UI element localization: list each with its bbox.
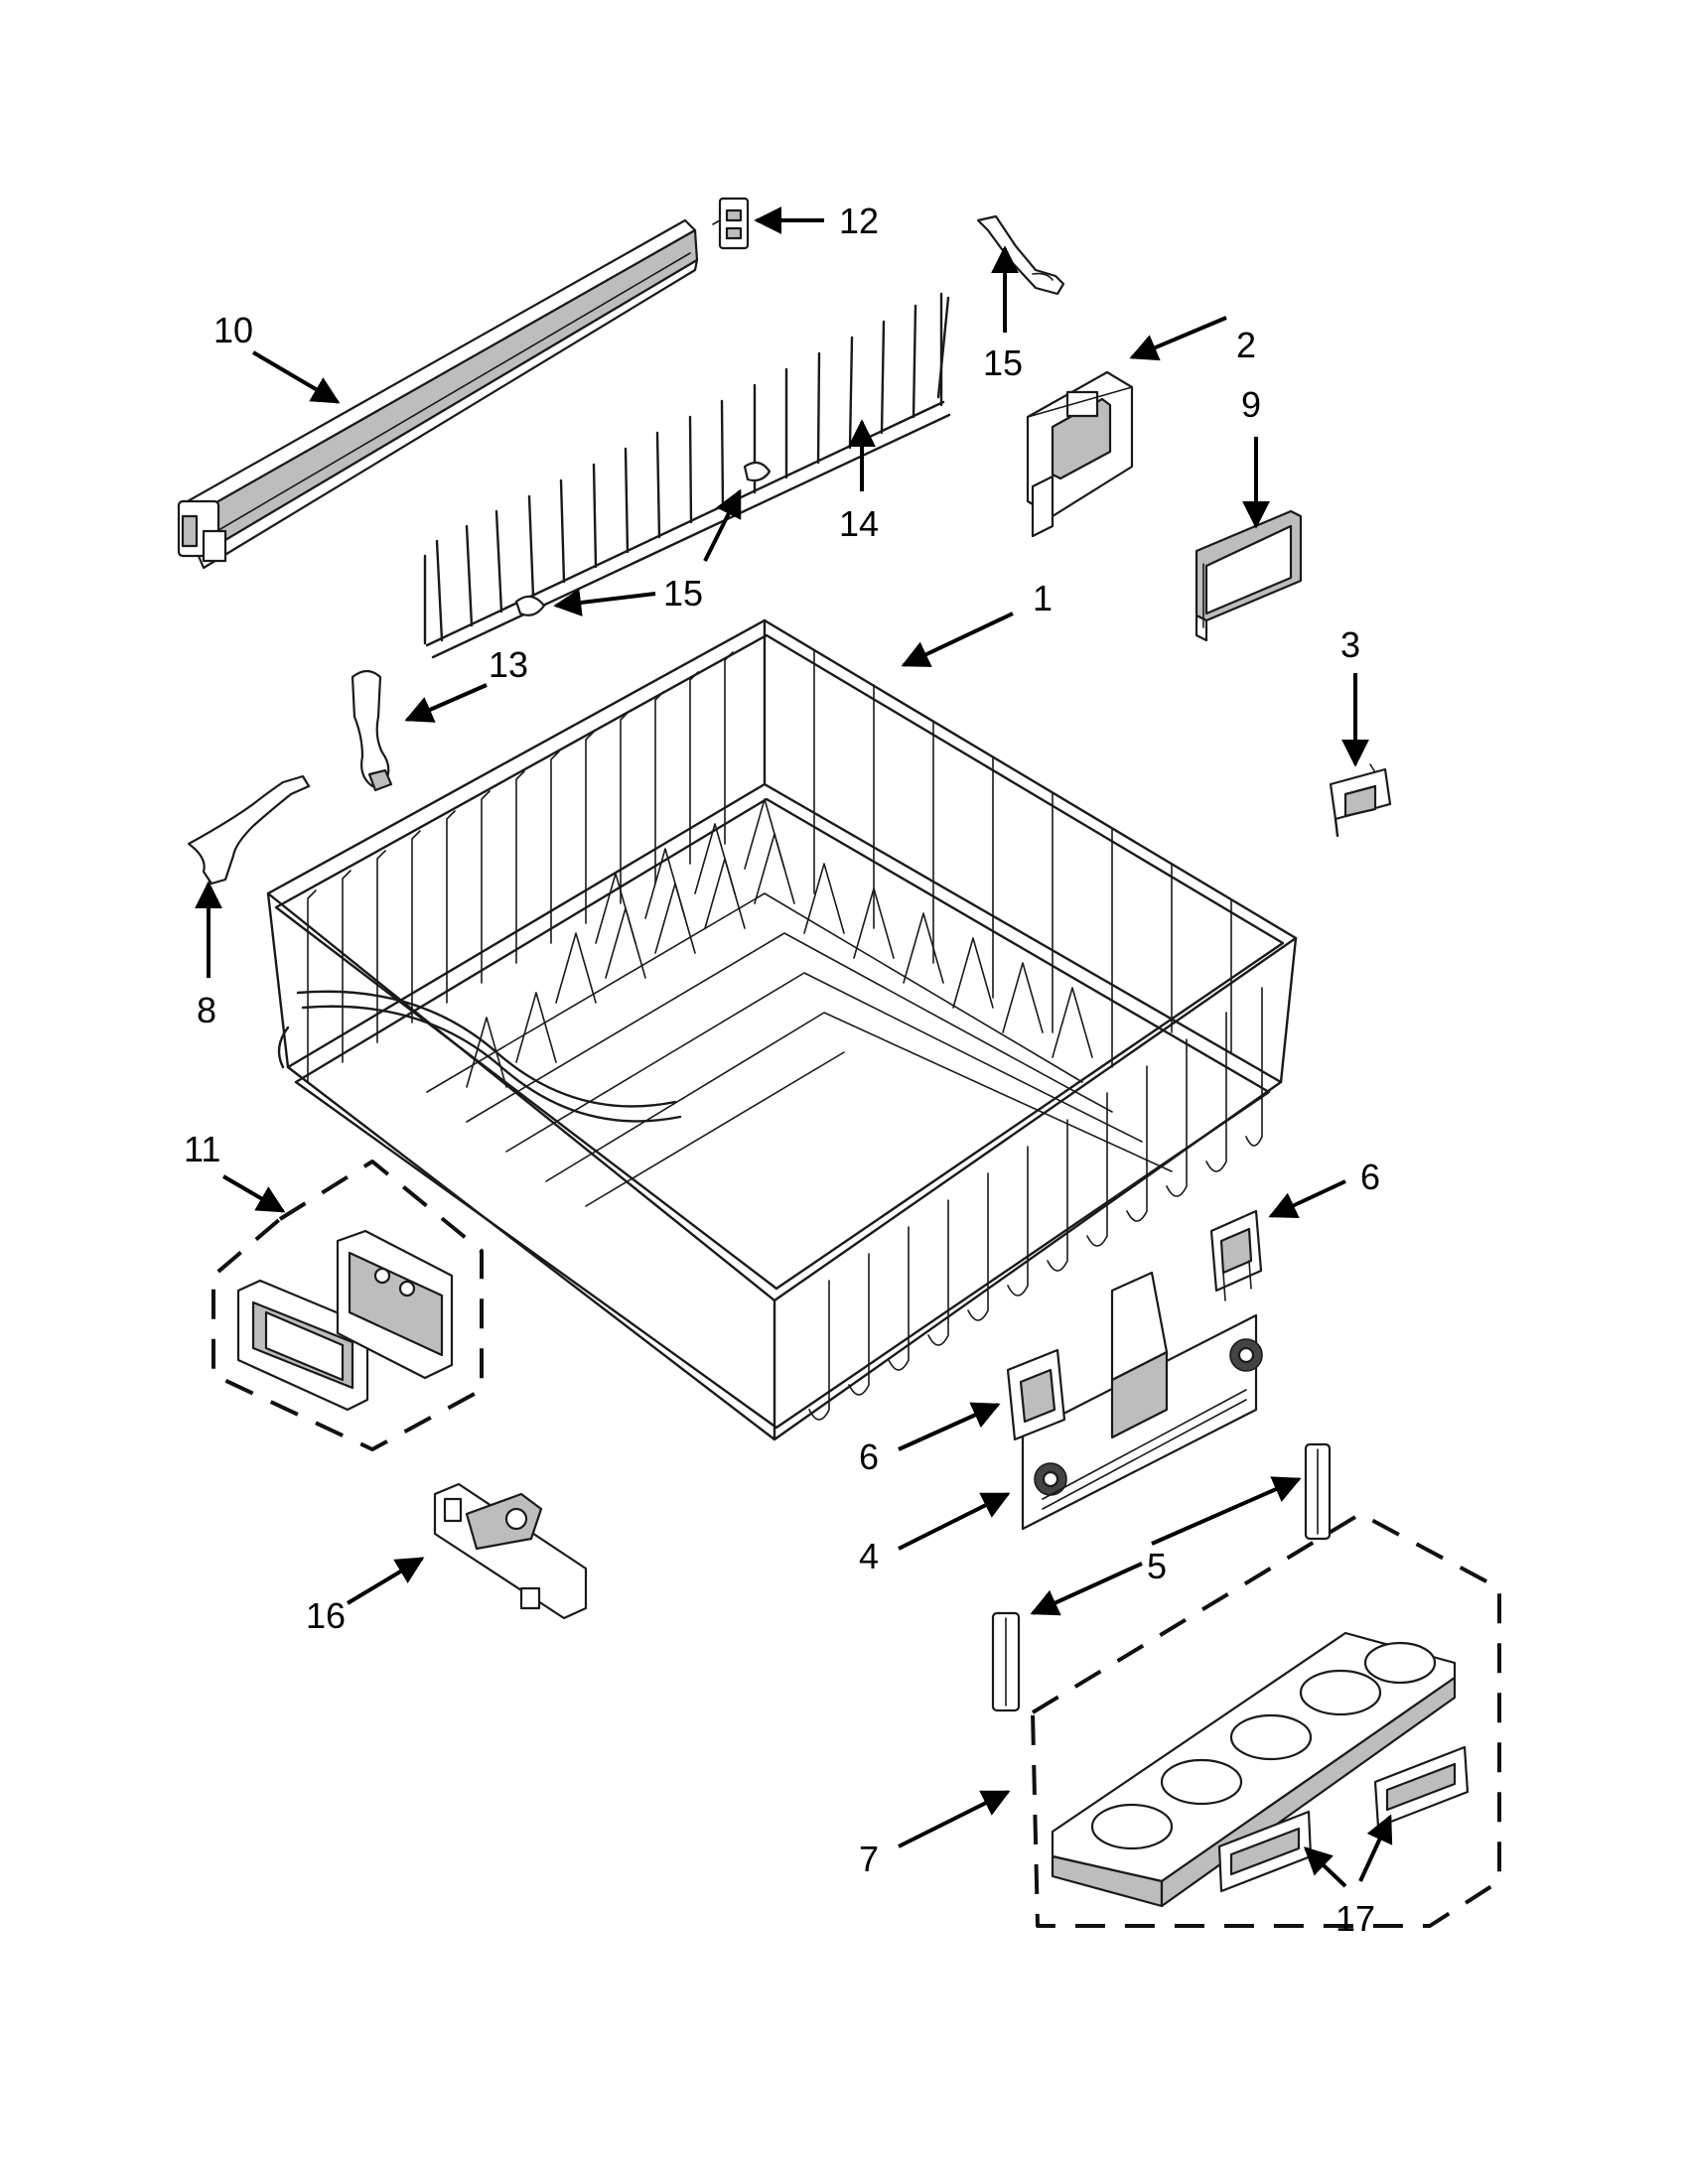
callout-4: 4 [859,1536,879,1576]
part-5-post-right [1304,1442,1332,1541]
callout-14: 14 [839,503,879,544]
part-16-bracket [433,1482,588,1620]
callout-1: 1 [1033,578,1053,618]
callout-3: 3 [1340,624,1360,665]
callout-9: 9 [1241,384,1261,425]
part-17-clip-right [1373,1745,1470,1829]
rack-interior-tines [426,798,1173,1207]
callout-10: 10 [213,310,253,350]
part-11-handle-back [336,1229,454,1380]
callout-8: 8 [197,990,216,1030]
callout-7: 7 [859,1839,879,1879]
tines [435,292,943,642]
part-5-post-left [991,1611,1021,1712]
part-3-clip [1329,763,1392,838]
part-6-clip-upper [1209,1209,1263,1301]
callout-5: 5 [1147,1546,1167,1586]
callout-6-upper: 6 [1360,1157,1380,1197]
part-17-clip-left [1217,1810,1313,1893]
callout-15-top: 15 [983,342,1023,383]
callout-16: 16 [306,1595,346,1636]
part-1-upper-rack [266,618,1298,1441]
part-13-hook [351,669,393,792]
part-4-adjuster [1021,1271,1263,1531]
part-12-clip [712,197,750,250]
callout-2: 2 [1236,325,1256,365]
part-8-wire-clip [187,774,311,886]
callout-11: 11 [184,1129,220,1169]
rack-left-tines [307,651,734,1083]
part-15-clip-top [976,214,1065,296]
callout-6-lower: 6 [859,1436,879,1477]
callout-labels: 1 2 3 4 5 6 6 7 8 9 10 11 12 13 14 15 15… [184,201,1380,1939]
callout-12: 12 [839,201,879,241]
part-10-rail [177,218,699,570]
rack-right-tines [808,987,1263,1421]
part-11-handle-group [211,1160,484,1451]
part-11-handle-front [236,1279,369,1412]
tray-pockets [1090,1641,1437,1850]
part-9-cover [1195,509,1303,642]
callout-15-mid: 15 [663,573,703,614]
rack-back-tines [813,649,1232,1068]
part-2-bracket [1026,370,1134,538]
part-6-clip-lower [1006,1348,1066,1441]
callout-17: 17 [1336,1898,1375,1939]
callout-13: 13 [489,644,528,685]
callout-arrows [195,206,1393,1888]
part-14-tine-row [423,292,951,659]
